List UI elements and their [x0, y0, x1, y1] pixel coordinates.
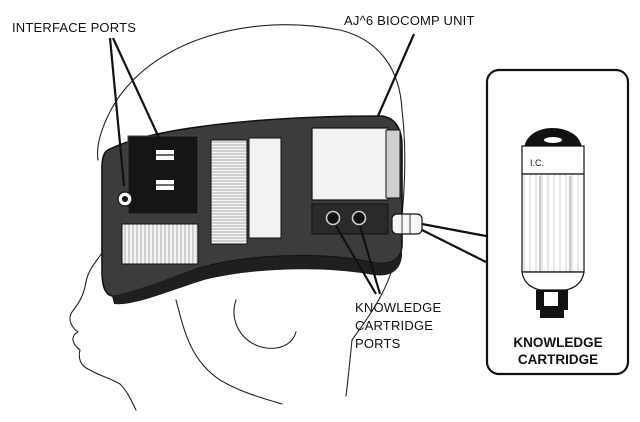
cartridge-port-2 [351, 210, 367, 226]
lower-left-panel [121, 223, 199, 265]
cartridge-port-panel [311, 203, 389, 235]
interface-ports-label: INTERFACE PORTS [12, 20, 136, 35]
inset-caption-line-1: KNOWLEDGE [513, 335, 602, 350]
unit-screen [311, 127, 389, 201]
biocomp-band [101, 115, 423, 305]
cartridge-plug [391, 213, 423, 235]
cartridge-marking: I.C. [530, 158, 544, 168]
cartridge-port-1 [325, 210, 341, 226]
knowledge-cartridge-illustration: I.C. [521, 128, 585, 318]
cartridge-inset: I.C. KNOWLEDGE CARTRIDGE [485, 68, 630, 376]
leader-lines [108, 33, 487, 295]
cartridge-ports-line-3: PORTS [355, 336, 401, 351]
center-panel-right [248, 137, 282, 239]
head-outline [69, 24, 406, 411]
interface-panel [127, 135, 199, 215]
unit-name-label: AJ^6 BIOCOMP UNIT [344, 13, 475, 28]
cartridge-ports-label: KNOWLEDGE CARTRIDGE PORTS [355, 300, 441, 351]
cartridge-ports-line-1: KNOWLEDGE [355, 300, 441, 315]
center-panel-left [210, 139, 248, 245]
cartridge-ports-line-2: CARTRIDGE [355, 318, 433, 333]
inset-caption-line-2: CARTRIDGE [518, 352, 598, 367]
